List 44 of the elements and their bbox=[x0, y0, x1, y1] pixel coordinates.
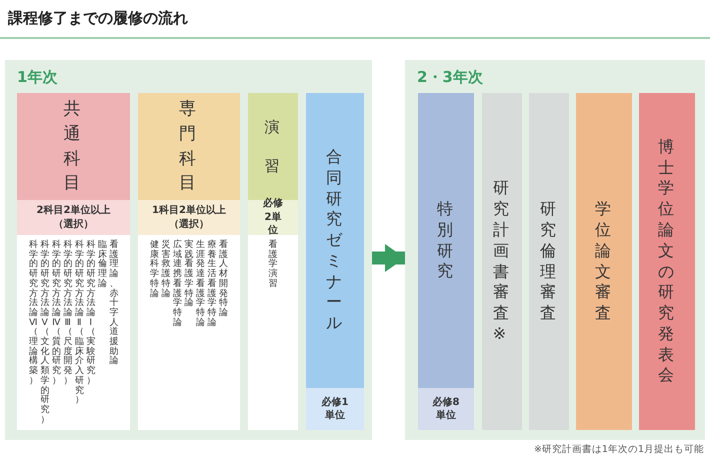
category-heading: 演習 bbox=[264, 116, 282, 176]
category-heading: 共通科目 bbox=[64, 98, 84, 196]
course-name: 科学的研究方法論Ⅵ（理論構築） bbox=[28, 241, 38, 387]
subject-card bbox=[138, 93, 240, 430]
year-label: 1年次 bbox=[17, 68, 58, 87]
credit-requirement: 必修2単位 bbox=[248, 200, 298, 235]
course-name: 療養生活看護学特論 bbox=[206, 241, 218, 328]
course-name: 科学的研究方法論Ⅲ（尺度開発） bbox=[62, 241, 73, 387]
subject-card bbox=[17, 93, 130, 430]
subject-title: 研究倫理審査 bbox=[540, 199, 558, 324]
course-name: 科学的研究方法論Ⅳ（質的研究） bbox=[51, 241, 62, 387]
course-name: 実践看護学特論 bbox=[184, 241, 194, 309]
course-name: 科学的研究方法論Ⅱ（臨床介入研究） bbox=[74, 241, 84, 406]
course-name: 健康科学特論 bbox=[149, 241, 160, 300]
credit-requirement: 必修8単位 bbox=[418, 388, 474, 430]
subject-bar bbox=[306, 93, 364, 430]
category-heading: 専門科目 bbox=[179, 98, 199, 196]
course-name: 災害救護特論 bbox=[160, 241, 172, 300]
footnote: ※研究計画書は1年次の1月提出も可能 bbox=[534, 443, 704, 456]
course-name: 科学的研究方法論Ⅰ（実験研究） bbox=[86, 241, 96, 387]
subject-title: 研究計画書審査※ bbox=[492, 178, 512, 345]
subject-card bbox=[248, 93, 298, 430]
year-panel bbox=[405, 60, 705, 440]
subject-bar bbox=[418, 93, 474, 430]
arrow bbox=[372, 244, 405, 272]
year-label: 2・3年次 bbox=[417, 68, 483, 87]
page-title: 課程修了までの履修の流れ bbox=[8, 9, 188, 28]
subject-title: 合同研究ゼミナール bbox=[326, 146, 344, 334]
course-name: 看護理論、赤十字人道援助論 bbox=[108, 241, 119, 368]
course-name: 生涯発達看護学特論 bbox=[195, 241, 206, 328]
course-name: 看護学演習 bbox=[268, 241, 278, 290]
course-name: 臨床倫理論 bbox=[97, 241, 108, 290]
subject-title: 学位論文審査 bbox=[594, 199, 614, 324]
credit-requirement: 必修1単位 bbox=[306, 388, 364, 430]
year-panel bbox=[5, 60, 372, 440]
subject-title: 博士学位論文の研究発表会 bbox=[658, 136, 676, 386]
subject-bar bbox=[639, 93, 695, 430]
subject-bar bbox=[576, 93, 632, 430]
course-name: 科学的研究方法論Ⅴ（文化人類学的研究） bbox=[40, 241, 50, 426]
course-name: 看護人材開発特論 bbox=[218, 241, 229, 319]
credit-requirement: 2科目2単位以上（選択） bbox=[17, 200, 130, 235]
credit-requirement: 1科目2単位以上（選択） bbox=[138, 200, 240, 235]
subject-title: 特別研究 bbox=[436, 198, 456, 282]
course-name: 広域連携看護学特論 bbox=[172, 241, 183, 328]
